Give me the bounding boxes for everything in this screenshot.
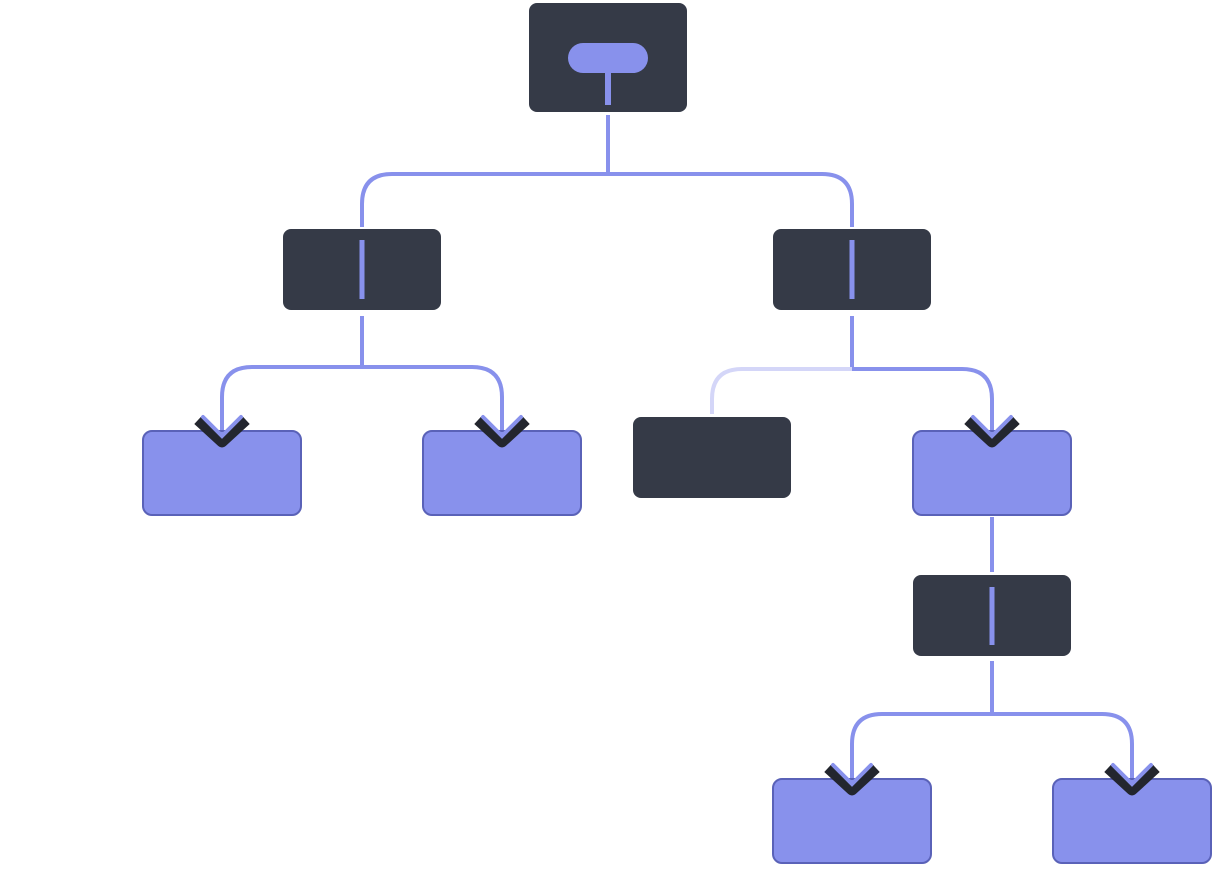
arrowhead-icon-5 bbox=[1111, 763, 1153, 787]
connector-root-branches bbox=[360, 172, 854, 227]
arrowhead-icon-2 bbox=[481, 415, 523, 439]
arrowhead-icon-1 bbox=[201, 415, 243, 439]
arrowhead-shadow-2 bbox=[474, 415, 530, 448]
arrowhead-shadow-1 bbox=[194, 415, 250, 448]
connector-right-branch bbox=[852, 367, 994, 438]
arrowhead-shadow-4 bbox=[824, 763, 880, 796]
connector-bottom-branches bbox=[850, 712, 1134, 786]
leaf-node-5[interactable] bbox=[1052, 778, 1212, 864]
arrowhead-icon-3 bbox=[971, 415, 1013, 439]
arrowhead-shadow-3 bbox=[964, 415, 1020, 448]
connector-right-branch-faded bbox=[710, 367, 852, 414]
arrowhead-icon-4 bbox=[831, 763, 873, 787]
root-node-pill bbox=[568, 43, 648, 73]
connector-left-branches bbox=[220, 365, 504, 438]
leaf-node-2[interactable] bbox=[422, 430, 582, 516]
arrowhead-shadow-5 bbox=[1104, 763, 1160, 796]
leaf-node-4[interactable] bbox=[772, 778, 932, 864]
inactive-node[interactable] bbox=[633, 417, 791, 498]
leaf-node-1[interactable] bbox=[142, 430, 302, 516]
leaf-node-3[interactable] bbox=[912, 430, 1072, 516]
